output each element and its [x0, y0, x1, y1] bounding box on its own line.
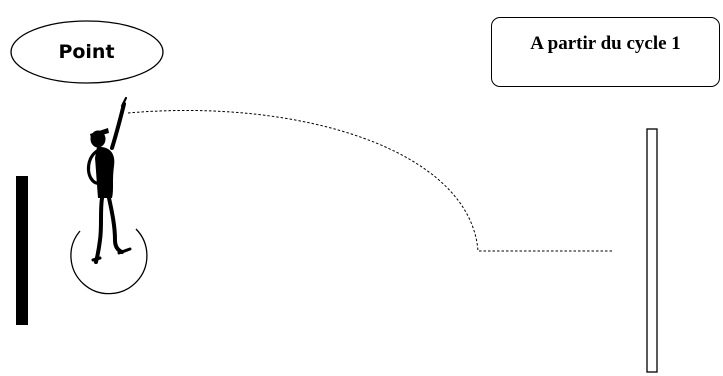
player-zone-arc: [70, 228, 148, 295]
left-wall-bar: [16, 176, 28, 325]
player-figure: [86, 96, 132, 264]
point-bubble: [10, 20, 164, 84]
cycle-info-label: A partir du cycle 1: [530, 33, 681, 54]
cycle-info-box: A partir du cycle 1: [491, 17, 720, 87]
right-post: [646, 128, 658, 373]
ball-trajectory: [127, 110, 612, 252]
